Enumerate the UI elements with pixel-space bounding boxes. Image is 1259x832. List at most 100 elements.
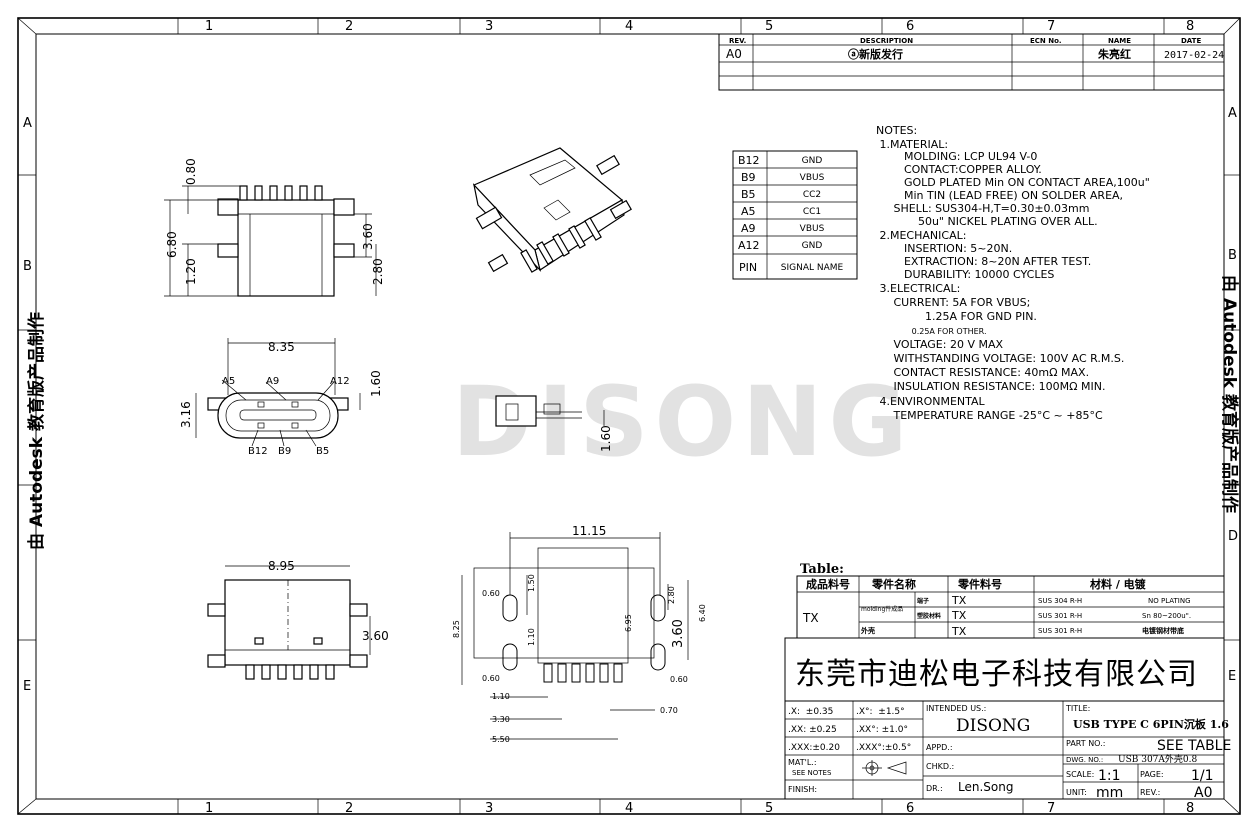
appd-label: APPD.: [926, 743, 953, 752]
material: SUS 304 R-H [1038, 597, 1082, 605]
dim-label: 0.70 [660, 706, 678, 715]
rev-value-title: A0 [1194, 785, 1212, 801]
note-line: TEMPERATURE RANGE -25°C ~ +85°C [876, 409, 1103, 422]
dim-label: 11.15 [572, 524, 606, 538]
title-block: 东莞市迪松电子科技有限公司 .X: ±0.35 .X°: ±1.5° .XX: … [784, 637, 1231, 801]
dr-value: Len.Song [958, 780, 1013, 794]
dim-label: 1.50 [527, 574, 536, 592]
row-label: A [23, 116, 32, 131]
rev-value: A0 [726, 47, 742, 61]
pin-table: B12 B9 B5 A5 A9 A12 PIN GND VBUS CC2 CC1… [732, 150, 858, 280]
side-view: 1.60 [495, 395, 613, 452]
pin-signal: VBUS [800, 224, 825, 234]
page-label: PAGE: [1140, 770, 1164, 779]
material-header: 成品料号 [806, 577, 850, 591]
plating: NO PLATING [1148, 597, 1191, 605]
note-line: 3.ELECTRICAL: [876, 282, 960, 295]
material-table: Table: 成品料号 零件名称 零件料号 材料 / 电镀 TX molding… [796, 562, 1225, 639]
note-line: 1.MATERIAL: [876, 138, 948, 151]
dim-label: 6.95 [624, 614, 633, 632]
col-label: 1 [205, 19, 213, 34]
tolerance: .XX°: ±1.0° [856, 725, 908, 735]
part-group: molding件成品 [861, 605, 903, 613]
page-value: 1/1 [1191, 768, 1214, 784]
tolerance: .XX: ±0.25 [788, 725, 837, 735]
dim-label: 0.60 [670, 675, 688, 684]
pin-id: B5 [741, 188, 756, 201]
col-label: 4 [625, 801, 633, 816]
intended-use-label: INTENDED US.: [926, 704, 986, 713]
col-label: 3 [485, 801, 493, 816]
pin-id: A12 [738, 239, 760, 252]
col-label: 8 [1186, 801, 1194, 816]
note-line: SHELL: SUS304-H,T=0.30±0.03mm [876, 202, 1089, 215]
material-header: 零件名称 [871, 577, 916, 591]
pin-signal: CC2 [803, 190, 821, 200]
dim-label: 8.95 [268, 559, 295, 573]
col-label: 5 [765, 801, 773, 816]
note-line: INSULATION RESISTANCE: 100MΩ MIN. [876, 380, 1106, 393]
pin-signal: SIGNAL NAME [781, 263, 844, 273]
dim-label: 0.60 [482, 589, 500, 598]
scale-label: SCALE: [1066, 770, 1094, 779]
part-number: TX [951, 609, 967, 622]
plating: Sn 80~200u". [1142, 612, 1191, 620]
col-label: 7 [1047, 19, 1055, 34]
dim-label: 0.60 [482, 674, 500, 683]
rev-date: 2017-02-24 [1164, 50, 1224, 61]
tolerance: .XXX°:±0.5° [856, 743, 911, 753]
dim-label: 1.20 [184, 258, 198, 285]
dim-label: 8.35 [268, 340, 295, 354]
note-line: 2.MECHANICAL: [876, 229, 966, 242]
dwg-no-label: DWG. NO.: [1066, 756, 1103, 764]
pin-id: A5 [741, 205, 756, 218]
dim-label: 2.80 [371, 258, 385, 285]
part-number: TX [951, 625, 967, 638]
col-label: 2 [345, 19, 353, 34]
note-line: NOTES: [876, 124, 917, 137]
note-line: 4.ENVIRONMENTAL [876, 395, 986, 408]
col-label: 2 [345, 801, 353, 816]
dim-label: 1.60 [599, 425, 613, 452]
pin-callout: B9 [278, 446, 291, 457]
note-line: EXTRACTION: 8~20N AFTER TEST. [876, 255, 1091, 268]
unit-label: UNIT: [1066, 788, 1087, 797]
rev-name: 朱亮红 [1097, 47, 1131, 61]
col-label: 1 [205, 801, 213, 816]
pin-callout: A9 [266, 376, 279, 387]
note-line: CONTACT:COPPER ALLOY. [876, 163, 1042, 176]
pin-id: B12 [738, 154, 760, 167]
pin-id: B9 [741, 171, 756, 184]
row-label: E [1228, 669, 1236, 684]
third-angle-projection-icon [862, 760, 907, 776]
dim-label: 3.60 [361, 223, 375, 250]
col-label: 8 [1186, 19, 1194, 34]
col-label: 3 [485, 19, 493, 34]
row-label: B [23, 259, 32, 274]
chkd-label: CHKD.: [926, 762, 954, 771]
pin-signal: CC1 [803, 207, 821, 217]
pin-id: A9 [741, 222, 756, 235]
tolerance: .X°: ±1.5° [856, 707, 905, 717]
col-label: 6 [906, 801, 914, 816]
rev-label: REV.: [1140, 788, 1160, 797]
dim-label: 6.40 [698, 604, 707, 622]
company-name: 东莞市迪松电子科技有限公司 [795, 657, 1198, 692]
notes-block: NOTES: 1.MATERIAL: MOLDING: LCP UL94 V-0… [876, 124, 1150, 422]
row-label: D [1228, 529, 1238, 544]
note-line: WITHSTANDING VOLTAGE: 100V AC R.M.S. [876, 352, 1124, 365]
part-name: 端子 [917, 597, 929, 605]
col-label: 6 [906, 19, 914, 34]
dim-label: 3.60 [362, 629, 389, 643]
rev-header: NAME [1108, 37, 1131, 45]
title-label: TITLE: [1065, 704, 1090, 713]
pin-callout: B12 [248, 446, 268, 457]
dim-label: 3.30 [492, 715, 510, 724]
note-line: 1.25A FOR GND PIN. [876, 310, 1037, 323]
rev-description: ⓐ新版发行 [848, 47, 903, 61]
dim-label: 8.25 [452, 620, 461, 638]
front-view: 8.35 A5 A9 A12 3.16 1.60 B12 B9 B5 [179, 338, 383, 457]
material: SUS 301 R-H [1038, 627, 1082, 635]
dim-label: 6.80 [165, 231, 179, 258]
